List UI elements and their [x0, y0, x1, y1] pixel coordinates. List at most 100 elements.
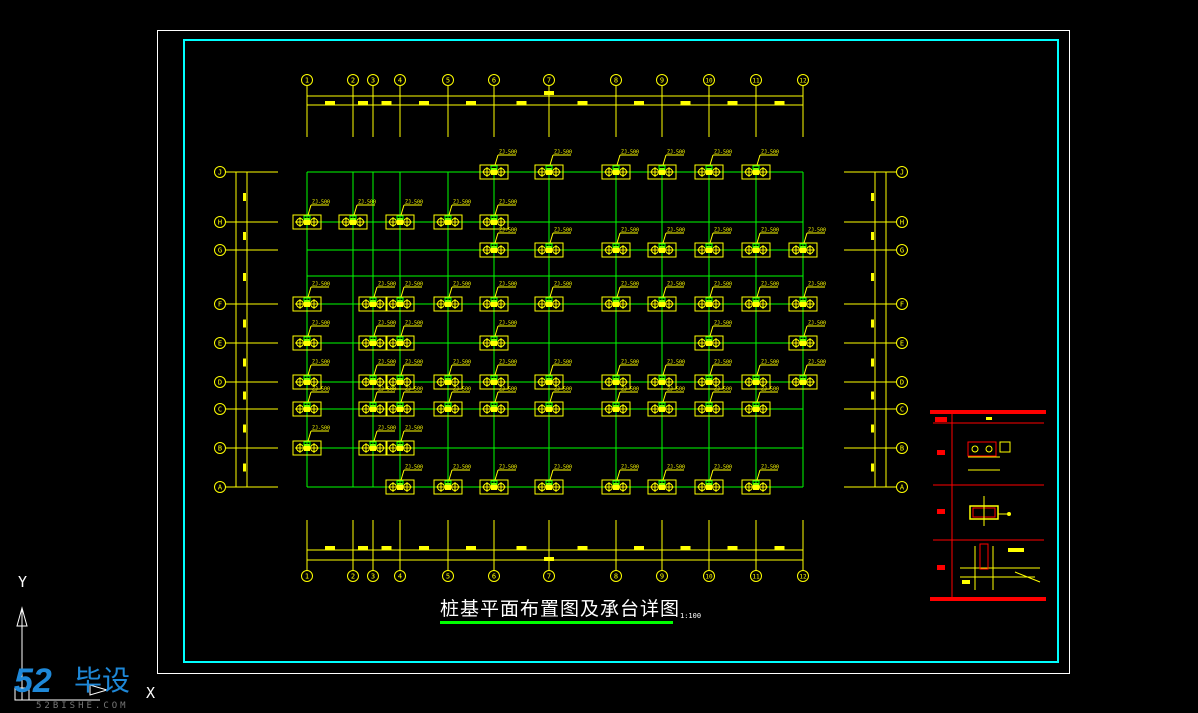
pile-label: ZJ-500 — [378, 282, 396, 288]
column-stub — [304, 378, 310, 385]
column-axis-top-4-label: 4 — [398, 77, 402, 85]
row-axis-left-D-label: D — [218, 379, 222, 387]
column-axis-top-1-bubble — [301, 74, 313, 86]
column-stub-outline — [705, 480, 713, 485]
column-stub — [753, 168, 759, 175]
column-stub-outline — [545, 297, 553, 302]
dimension-text-mark — [727, 546, 738, 550]
pile-leader-line — [803, 325, 808, 337]
pile-leader-line — [756, 232, 761, 244]
column-stub — [445, 483, 451, 490]
detail-row-label-mark — [937, 450, 945, 455]
row-axis-left-H-bubble — [214, 216, 226, 228]
pile-label: ZJ-500 — [761, 282, 779, 288]
ucs-x-label: X — [146, 684, 155, 702]
pile-label: ZJ-500 — [667, 387, 685, 393]
column-stub-outline — [545, 402, 553, 407]
column-stub — [491, 339, 497, 346]
pile-leader-line — [662, 154, 667, 166]
detail-side-block — [999, 441, 1011, 453]
pile-cap — [741, 242, 771, 258]
pile-leader-line — [549, 364, 554, 376]
pile-label: ZJ-500 — [453, 387, 471, 393]
pile-label: ZJ-500 — [761, 150, 779, 156]
column-stub — [753, 378, 759, 385]
column-stub — [659, 405, 665, 412]
pile-leader-line — [400, 391, 405, 403]
column-stub — [546, 168, 552, 175]
column-stub — [659, 168, 665, 175]
column-axis-bottom-2-label: 2 — [351, 573, 355, 581]
dimension-text-mark — [871, 193, 874, 201]
row-axis-right-F-label: F — [900, 301, 904, 309]
column-stub-outline — [799, 375, 807, 380]
dimension-text-mark — [577, 546, 588, 550]
pile-label: ZJ-500 — [554, 150, 572, 156]
detail-note-mark — [962, 580, 970, 584]
pile-cap — [788, 296, 818, 312]
pile-label: ZJ-500 — [714, 387, 732, 393]
watermark-number: 52 — [14, 662, 52, 700]
pile-cap — [601, 479, 631, 495]
column-stub — [753, 483, 759, 490]
column-stub-outline — [444, 297, 452, 302]
pile-cap — [385, 440, 415, 456]
pile-cap — [433, 479, 463, 495]
pile-cap — [601, 242, 631, 258]
column-axis-top-1-label: 1 — [305, 77, 309, 85]
pile-label: ZJ-500 — [453, 282, 471, 288]
pile-cap — [534, 296, 564, 312]
row-axis-right-E-bubble — [896, 337, 908, 349]
pile-leader-line — [494, 232, 499, 244]
column-stub — [659, 246, 665, 253]
detail-row-label-mark — [937, 509, 945, 514]
detail-panel-top-bar — [930, 410, 1046, 414]
pile-label: ZJ-500 — [714, 228, 732, 234]
dimension-text-mark — [516, 101, 527, 105]
dimension-text-mark — [516, 546, 527, 550]
dimension-text-mark — [243, 273, 246, 281]
pile-label: ZJ-500 — [621, 465, 639, 471]
column-stub-outline — [369, 441, 377, 446]
pile-leader-line — [756, 364, 761, 376]
column-stub — [546, 378, 552, 385]
pile-cap — [479, 335, 509, 351]
column-stub — [397, 300, 403, 307]
dimension-text-mark — [381, 546, 392, 550]
row-axis-right-G-bubble — [896, 244, 908, 256]
column-axis-top-10-bubble — [703, 74, 715, 86]
detail-pile-icon — [985, 445, 993, 453]
column-axis-top-12-label: 12 — [799, 78, 807, 85]
column-axis-bottom-7-bubble — [543, 570, 555, 582]
column-stub-outline — [612, 480, 620, 485]
column-stub — [613, 405, 619, 412]
pile-leader-line — [307, 364, 312, 376]
column-axis-bottom-9-bubble — [656, 570, 668, 582]
column-axis-bottom-1-label: 1 — [305, 573, 309, 581]
column-stub — [659, 483, 665, 490]
pile-cap — [433, 374, 463, 390]
pile-leader-line — [373, 430, 378, 442]
column-stub-outline — [658, 480, 666, 485]
pile-leader-line — [756, 391, 761, 403]
column-stub-outline — [303, 215, 311, 220]
pile-leader-line — [448, 364, 453, 376]
column-stub-outline — [490, 243, 498, 248]
pile-cap — [741, 479, 771, 495]
column-stub-outline — [752, 375, 760, 380]
row-axis-left-F-label: F — [218, 301, 222, 309]
pile-label: ZJ-500 — [554, 387, 572, 393]
dimension-text-mark — [419, 546, 429, 550]
column-stub — [491, 168, 497, 175]
pile-leader-line — [400, 364, 405, 376]
column-stub — [753, 405, 759, 412]
pile-label: ZJ-500 — [499, 200, 517, 206]
dimension-text-mark — [871, 273, 874, 281]
pile-label: ZJ-500 — [714, 360, 732, 366]
column-stub-outline — [444, 375, 452, 380]
column-stub-outline — [396, 375, 404, 380]
column-axis-bottom-5-label: 5 — [446, 573, 450, 581]
column-axis-top-2-label: 2 — [351, 77, 355, 85]
pile-label: ZJ-500 — [405, 465, 423, 471]
